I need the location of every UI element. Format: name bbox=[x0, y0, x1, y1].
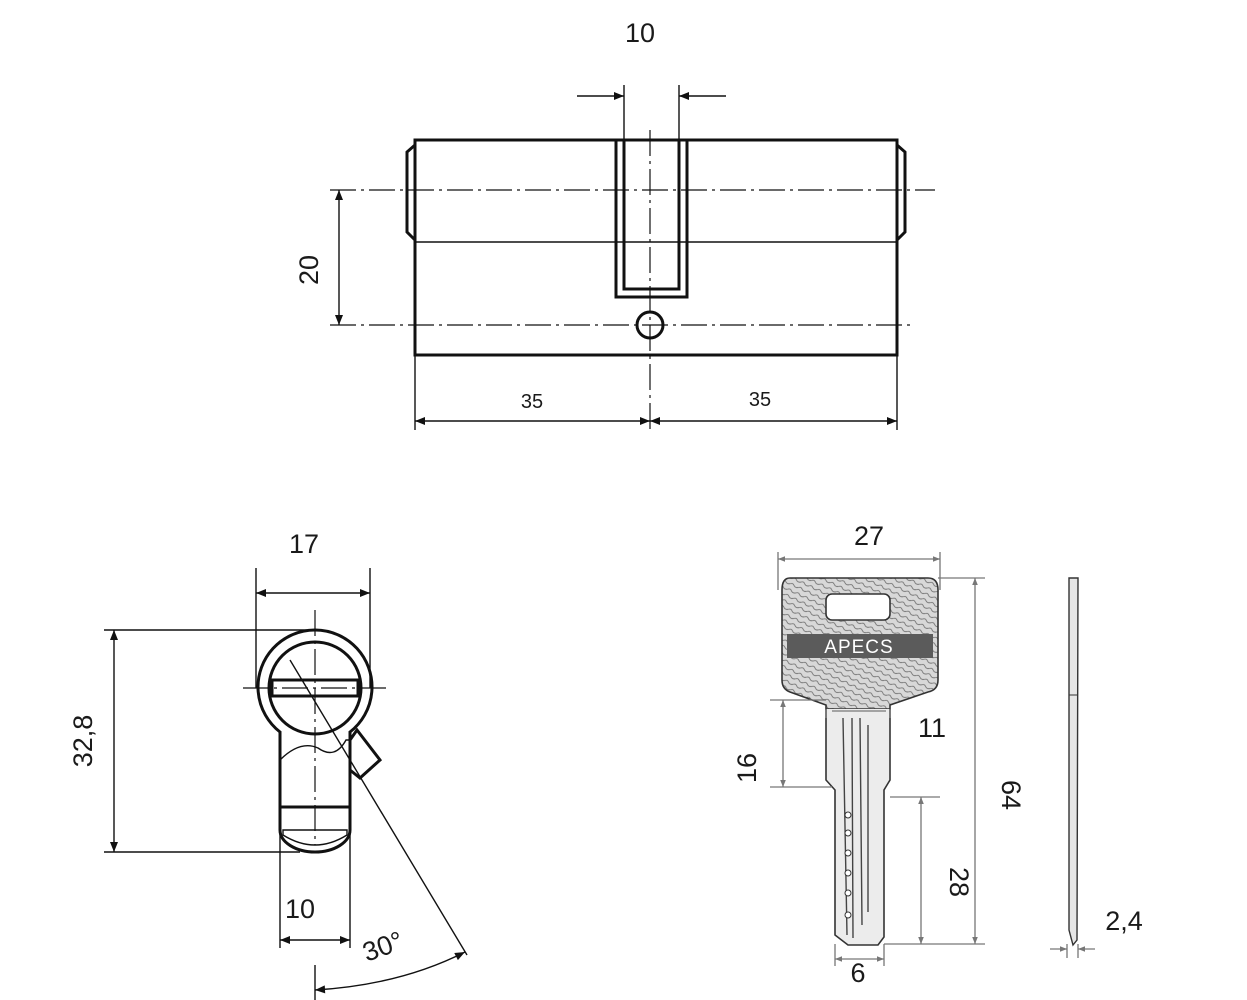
head-width-label: 27 bbox=[854, 521, 884, 551]
thickness-label: 2,4 bbox=[1105, 906, 1143, 936]
right-length-label: 35 bbox=[749, 389, 771, 411]
body-section-hatch bbox=[279, 739, 351, 808]
right-end-cap bbox=[895, 143, 907, 242]
profile-bottom-label: 10 bbox=[285, 894, 315, 924]
cam-slot-outer bbox=[614, 140, 689, 299]
profile-width-label: 17 bbox=[289, 529, 319, 559]
shoulder-height-label: 16 bbox=[732, 753, 762, 783]
total-length-label: 64 bbox=[996, 780, 1026, 810]
angle-arc bbox=[314, 951, 466, 994]
brand-band bbox=[787, 634, 933, 658]
shoulder-width-label: 11 bbox=[918, 713, 946, 743]
bottom-hatch bbox=[282, 829, 348, 846]
cam-width-label: 10 bbox=[625, 18, 655, 48]
cylinder-front-view: 10 20 35 35 bbox=[294, 18, 935, 430]
cylinder-body-outline bbox=[413, 138, 899, 357]
brand-label: APECS bbox=[824, 637, 893, 658]
profile-outline bbox=[256, 628, 374, 854]
key-head-hole bbox=[825, 593, 891, 621]
height-label: 20 bbox=[294, 255, 324, 285]
left-length-label: 35 bbox=[521, 391, 543, 413]
blade-length-label: 28 bbox=[944, 867, 974, 897]
key-side-view bbox=[1068, 577, 1079, 947]
left-end-cap bbox=[405, 143, 417, 242]
blade-grooves bbox=[842, 717, 869, 939]
key-view: APECS 27 11 16 64 28 6 bbox=[732, 521, 1143, 988]
cam-lever bbox=[348, 727, 383, 780]
cam-slot-inner bbox=[622, 140, 681, 291]
angle-ray bbox=[289, 659, 468, 956]
cylinder-profile-view: 17 32,8 10 30° bbox=[68, 529, 468, 1000]
angle-label: 30° bbox=[359, 925, 408, 967]
blade-width-label: 6 bbox=[850, 958, 865, 988]
profile-height-label: 32,8 bbox=[68, 715, 98, 768]
blade-dimples bbox=[844, 811, 852, 919]
key-blade bbox=[825, 709, 891, 946]
